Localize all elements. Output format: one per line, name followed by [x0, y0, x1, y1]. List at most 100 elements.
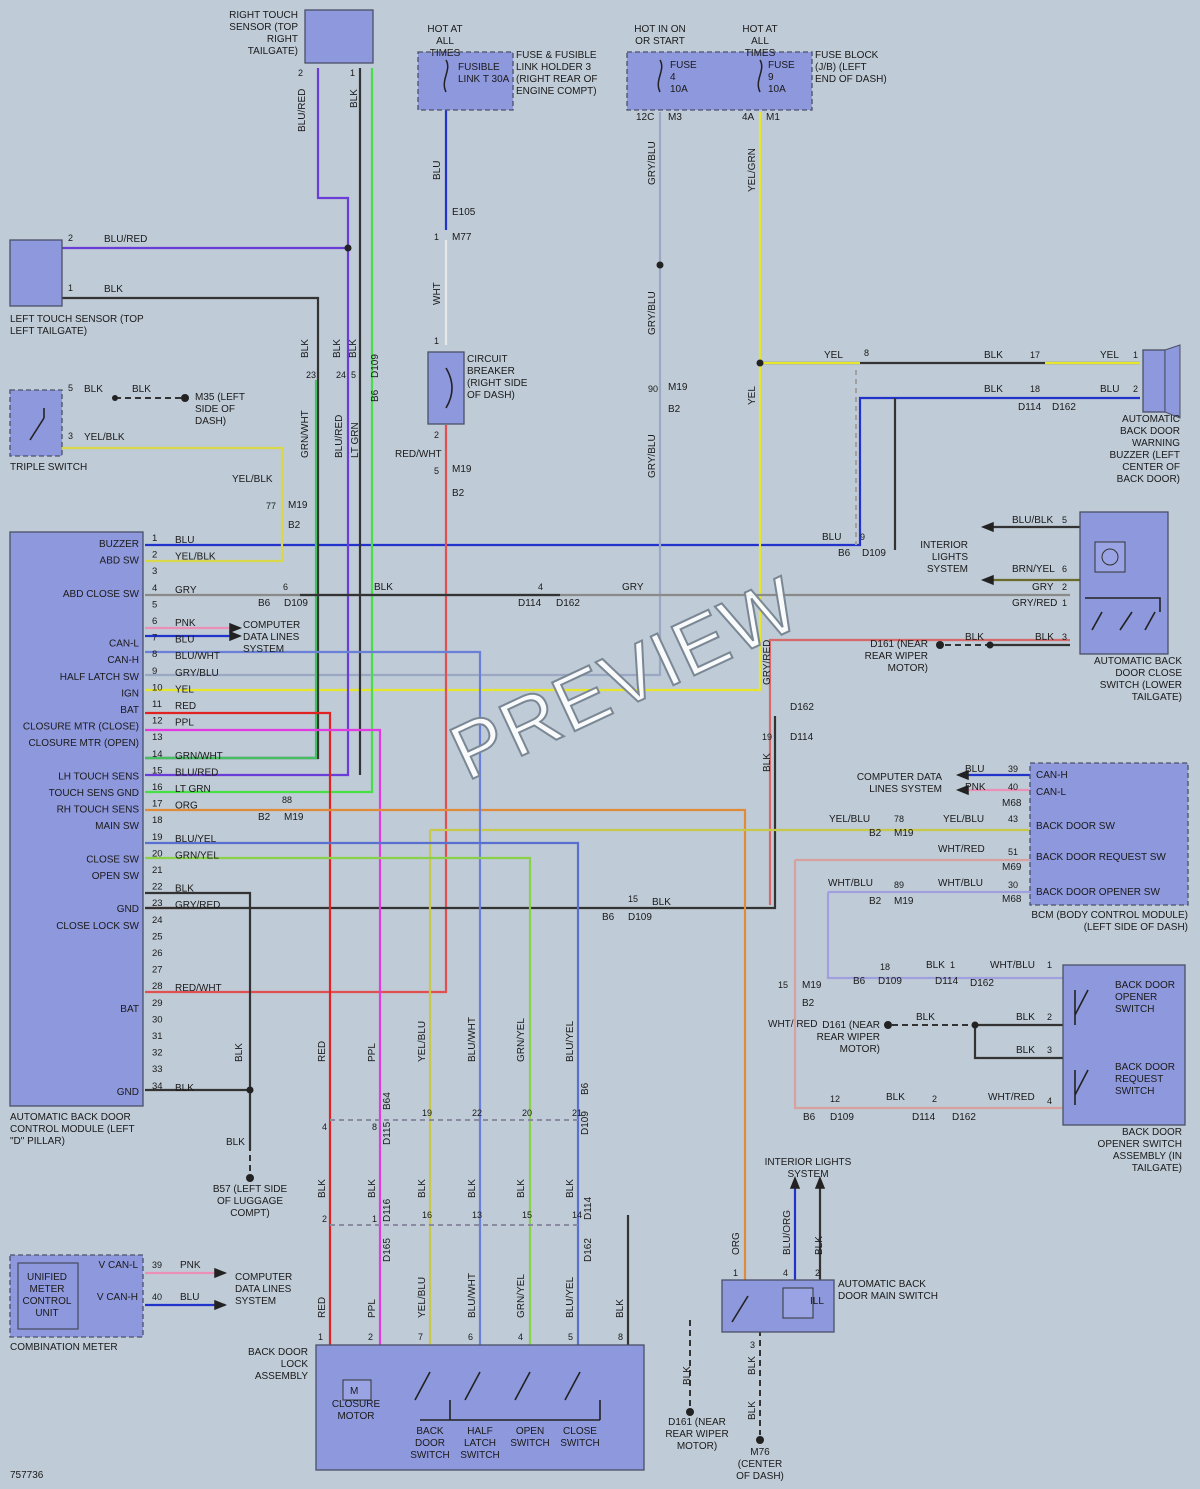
- wire-label: YEL/BLU: [417, 1277, 428, 1318]
- module-pin-number: 11: [152, 699, 162, 710]
- lock-switch-label: OPEN: [516, 1426, 544, 1437]
- opener-assembly-label: BACK DOOR: [1122, 1127, 1182, 1138]
- circuit-breaker: [427, 351, 465, 425]
- fuse9-label: FUSE: [768, 60, 795, 71]
- opener-assembly-label: ASSEMBLY (IN: [1113, 1151, 1182, 1162]
- connector-label: B6: [258, 598, 271, 609]
- opener-switch-label: BACK DOOR: [1115, 980, 1175, 991]
- fuse9-label: 10A: [768, 84, 786, 95]
- wire-yelblu: [428, 828, 1030, 1345]
- module-pin-number: 4: [152, 583, 157, 594]
- computer-data-lines-label-2: COMPUTER DATA: [857, 772, 943, 783]
- lock-switch-label: DOOR: [415, 1438, 445, 1449]
- interior-lights-label: LIGHTS: [932, 552, 968, 563]
- module-pin-function: GND: [117, 1087, 139, 1098]
- module-pin-wire: YEL/BLK: [175, 552, 216, 563]
- pin-number: 3: [68, 431, 73, 441]
- pin-number: 23: [306, 370, 316, 380]
- wire-label: BLK: [965, 632, 984, 643]
- wire-label: BLK: [814, 1236, 825, 1255]
- module-pin-number: 24: [152, 915, 163, 926]
- hot-label-3: TIMES: [745, 48, 776, 59]
- connector-label: D114: [790, 732, 814, 743]
- pin-number: 3: [1047, 1045, 1052, 1055]
- module-pin-function: IGN: [121, 688, 139, 699]
- pin-number: 4: [783, 1268, 788, 1278]
- pin-number: 4: [538, 582, 543, 592]
- meter-control-unit: [17, 1262, 79, 1330]
- wire-label: BLU/ORG: [782, 1210, 793, 1255]
- module-pin-function: GND: [117, 904, 139, 915]
- connector-label: B64: [382, 1092, 393, 1110]
- module-pin-function: CAN-L: [109, 639, 139, 650]
- module-pin-wire: LT GRN: [175, 784, 211, 795]
- connector-label: 12C: [636, 112, 654, 123]
- d161-label-3: D161 (NEAR: [668, 1417, 726, 1428]
- meter-unit-label: METER: [30, 1284, 65, 1295]
- wire-label: GRN/YEL: [516, 1274, 527, 1318]
- wire-blk-15: [145, 716, 777, 910]
- wire-label: BLK: [762, 753, 773, 772]
- connector-label: M68: [1002, 798, 1022, 809]
- pin-number: 6: [283, 582, 288, 592]
- pin-number: 8: [618, 1332, 623, 1342]
- connector-label: B6: [580, 1082, 591, 1095]
- connector-label: M19: [288, 500, 308, 511]
- wire-label: BLK: [374, 582, 393, 593]
- pin-number: 15: [522, 1210, 532, 1220]
- wire-yel-fuse: [145, 112, 762, 692]
- circuit-breaker-label: CIRCUIT: [467, 354, 508, 365]
- wire-label: BLK: [652, 897, 671, 908]
- module-pin-number: 34: [152, 1081, 163, 1092]
- wire-label: BRN/YEL: [1012, 564, 1055, 575]
- pin-number: 24: [336, 370, 346, 380]
- module-pin-number: 10: [152, 682, 163, 693]
- pin-number: 1: [1133, 350, 1138, 360]
- connector-label: M1: [766, 112, 780, 123]
- connector-label: D114: [583, 1196, 594, 1220]
- interior-lights-label-2: INTERIOR LIGHTS: [765, 1157, 852, 1168]
- connector-label: M19: [894, 828, 914, 839]
- module-pin-number: 29: [152, 998, 163, 1009]
- connector-label: M19: [668, 382, 688, 393]
- wire-red: [145, 711, 332, 1345]
- module-pin-wire: GRY/RED: [175, 900, 220, 911]
- hot-label-3: HOT AT: [742, 24, 777, 35]
- wire-label: BLK: [1035, 632, 1054, 643]
- left-touch-label: LEFT TAILGATE): [10, 326, 87, 337]
- wire-label: BLK: [516, 1179, 527, 1198]
- fusible-link-holder: [417, 51, 514, 111]
- connector-label: D115: [382, 1121, 393, 1145]
- module-pin-function: LH TOUCH SENS: [58, 771, 139, 782]
- wire-blu-buzzer: [145, 396, 1140, 547]
- module-pin-function: RH TOUCH SENS: [57, 805, 140, 816]
- m76-label: OF DASH): [736, 1471, 784, 1482]
- module-pin-number: 33: [152, 1064, 163, 1075]
- connector-label: D109: [878, 976, 902, 987]
- module-pin-number: 12: [152, 716, 163, 727]
- circuit-breaker-label: BREAKER: [467, 366, 515, 377]
- module-pin-wire: GRN/YEL: [175, 850, 219, 861]
- module-pin-wire: ORG: [175, 801, 198, 812]
- opener-assembly-label: OPENER SWITCH: [1098, 1139, 1182, 1150]
- wire-label: GRY/BLU: [647, 291, 658, 335]
- module-pin-number: 6: [152, 616, 157, 627]
- interior-lights-label: SYSTEM: [927, 564, 968, 575]
- interior-lights-label-2: SYSTEM: [787, 1169, 828, 1180]
- connector-label: B2: [869, 896, 882, 907]
- module-pin-number: 22: [152, 882, 163, 893]
- pin-number: 89: [894, 880, 904, 890]
- pin-number: 2: [298, 68, 303, 78]
- computer-data-lines-label: COMPUTER: [243, 620, 300, 631]
- close-switch-label: DOOR CLOSE: [1115, 668, 1182, 679]
- circuit-breaker-label: (RIGHT SIDE: [467, 378, 528, 389]
- module-pin-number: 25: [152, 931, 163, 942]
- module-pin-wire: PPL: [175, 718, 194, 729]
- module-pin-number: 21: [152, 865, 163, 876]
- pin-number: 6: [468, 1332, 473, 1342]
- wire-grnwht: [145, 380, 318, 760]
- wire-label: BLK: [916, 1012, 935, 1023]
- wire-label: WHT/RED: [938, 844, 985, 855]
- lock-switch-label: LATCH: [464, 1438, 496, 1449]
